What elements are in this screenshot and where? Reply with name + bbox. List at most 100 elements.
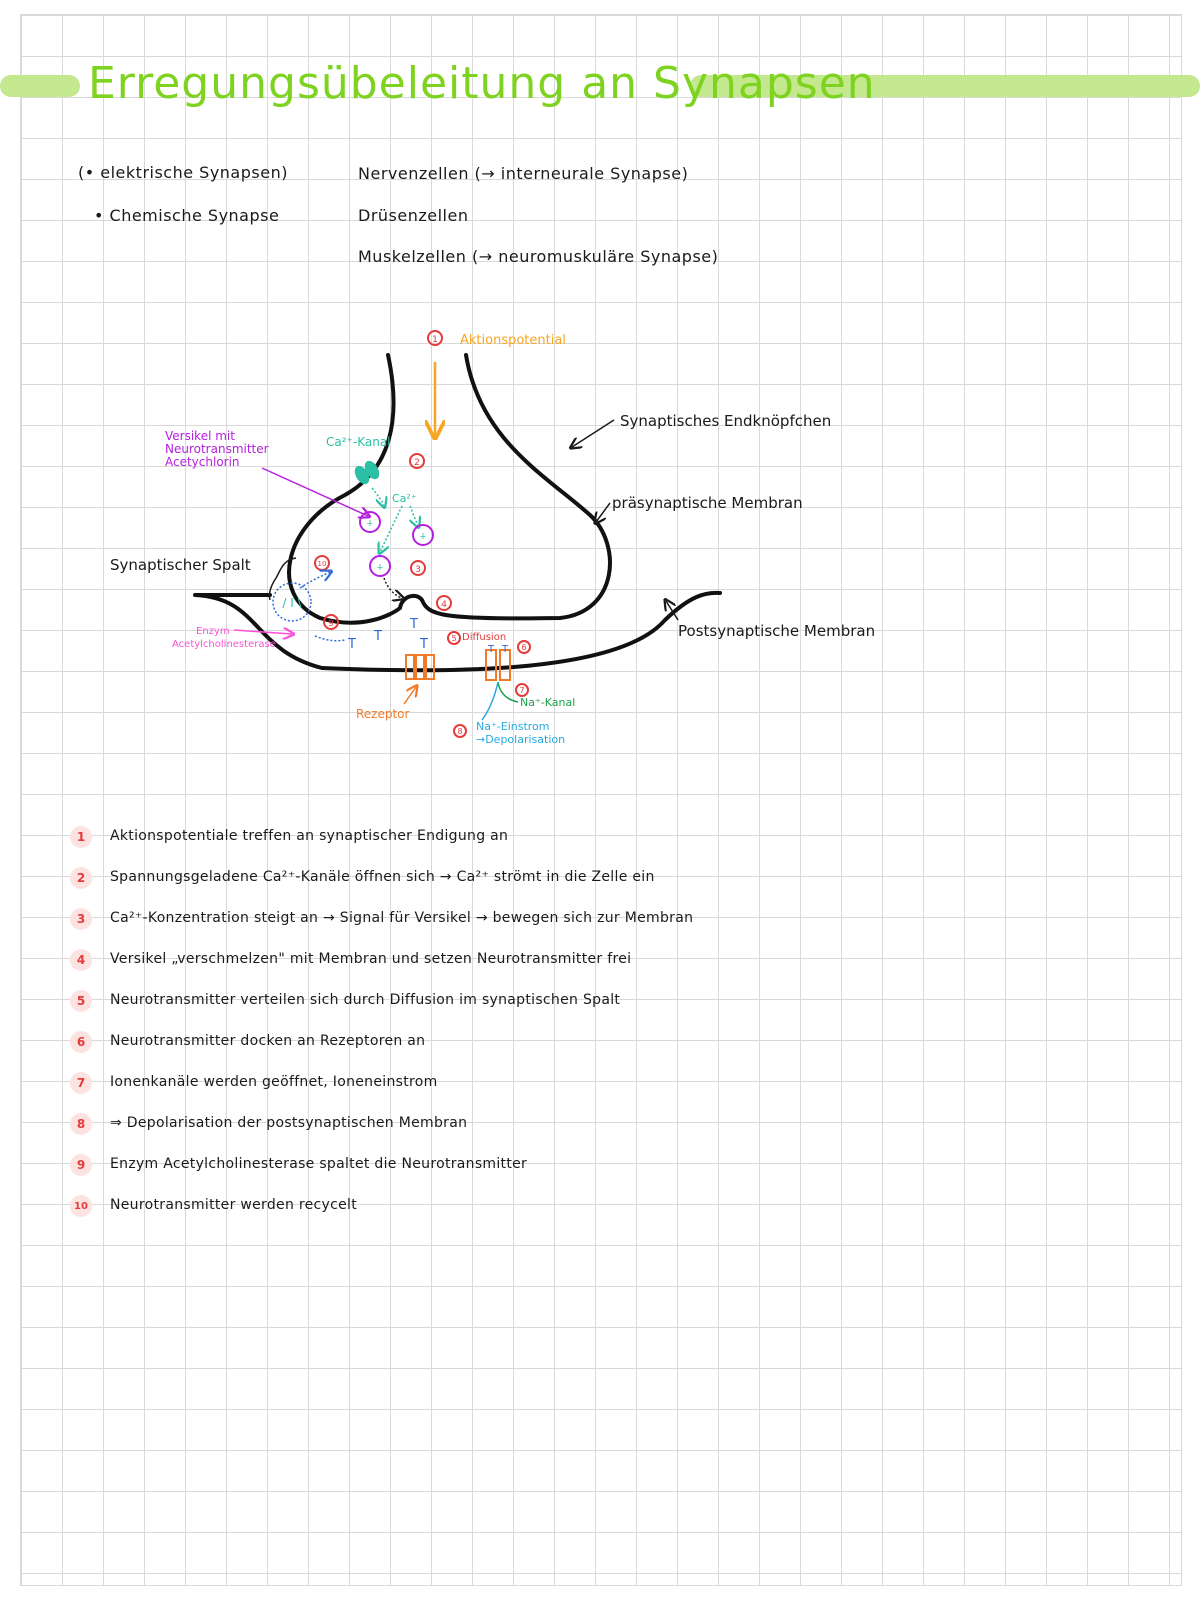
label-aktionspotential: Aktionspotential [460,333,566,348]
marker-7: 7 [519,686,524,695]
step-text: Enzym Acetylcholinesterase spaltet die N… [110,1156,528,1172]
step-text: Spannungsgeladene Ca²⁺-Kanäle öffnen sic… [110,869,655,885]
type-chemical: • Chemische Synapse [94,206,280,225]
label-postsynaptisch: Postsynaptische Membran [678,622,875,640]
marker-4-circle [436,595,452,611]
arrow-postsynaptisch [666,601,679,621]
grid-paper-background [20,14,1182,1586]
receptor-2a [485,649,497,681]
vesicle-1-nt: ⵜ [367,519,373,528]
na-channel-pointer [497,681,519,703]
marker-3-circle [410,560,426,576]
spalt-bracket [268,557,297,601]
step-number: 4 [70,949,92,971]
step-number: 7 [70,1072,92,1094]
vesicle-motion-arrow [383,577,402,598]
ca-arrow-to-vesicle-a [380,505,403,552]
label-rezeptor: Rezeptor [356,707,410,721]
step-text: Ionenkanäle werden geöffnet, Ioneneinstr… [110,1074,438,1090]
step-text: Neurotransmitter werden recycelt [110,1197,358,1213]
receptor-2b [499,649,511,681]
nt-1: T [347,637,356,652]
label-spalt: Synaptischer Spalt [110,556,251,574]
nt-4: T [419,637,428,652]
vesicle-1 [359,511,381,533]
target-nervenzellen: Nervenzellen (→ interneurale Synapse) [358,164,689,183]
marker-1: 1 [432,335,438,345]
step-number: 8 [70,1113,92,1135]
target-druesenzellen: Drüsenzellen [358,206,469,225]
marker-8: 8 [457,727,462,736]
presynaptic-terminal-outline [287,353,612,625]
nt-3: T [409,617,418,632]
arrow-vesikel [261,467,368,516]
synapse-diagram: 1 Aktionspotential Synaptisches Endknöpf… [110,330,875,746]
marker-6-circle [517,640,531,654]
label-endknoepfchen: Synaptisches Endknöpfchen [620,412,831,430]
label-praesynaptisch: präsynaptische Membran [612,494,803,512]
step-text: Versikel „verschmelzen" mit Membran und … [110,951,632,967]
label-vesikel-2: Neurotransmitter [165,442,269,456]
vesicle-3 [369,555,391,577]
step-text: Aktionspotentiale treffen an synaptische… [110,828,509,844]
step-number: 1 [70,826,92,848]
label-enzym-1: Enzym [196,626,230,637]
label-diffusion: Diffusion [462,632,506,643]
label-vesikel-3: Acetychlorin [165,455,240,469]
marker-4: 4 [441,600,447,610]
enzyme-cluster [272,582,312,622]
page-title: Erregungsübeleitung an Synapsen [88,58,876,109]
receptor-1c [425,654,435,680]
label-na-einstrom-2: →Depolarisation [476,733,565,746]
marker-3: 3 [415,565,421,575]
arrow-praesynaptisch [596,502,611,522]
type-electric: (• elektrische Synapsen) [78,163,288,182]
marker-6: 6 [521,643,526,652]
target-muskelzellen: Muskelzellen (→ neuromuskuläre Synapse) [358,247,719,266]
vesicle-2-nt: ⵜ [420,532,426,541]
nt-2: T [373,629,382,644]
arrow-endknoepfchen [572,419,615,447]
enzyme-path [314,635,346,642]
label-ca-ion: Ca²⁺ [392,492,417,505]
step-text: Ca²⁺-Konzentration steigt an → Signal fü… [110,910,694,926]
marker-9: 9 [328,619,334,629]
arrow-rezeptor [403,687,416,705]
arrow-enzym [233,630,292,634]
label-vesikel-1: Versikel mit [165,429,235,443]
label-enzym-2: Acetylcholinesterase [172,639,276,650]
step-number: 10 [70,1195,92,1217]
label-na-einstrom-1: Na⁺-Einstrom [476,720,550,733]
vesicle-2 [412,524,434,546]
na-influx-arrow [481,681,499,721]
marker-8-circle [453,724,467,738]
title-highlight-right [690,75,1200,97]
marker-2: 2 [414,458,420,468]
step-number: 5 [70,990,92,1012]
ca-channel-shape-b [364,460,380,480]
receptor-1b [415,654,425,680]
title-highlight-left [0,75,80,97]
marker-1-circle [427,330,443,346]
receptor-1a [405,654,415,680]
ca-flow-arrow [371,487,384,506]
enzyme-fragments: / ꓲ \ [282,596,302,610]
recycling-arrow [299,572,330,589]
step-text: Neurotransmitter docken an Rezeptoren an [110,1033,426,1049]
nt-bound-1: T [487,644,495,655]
marker-5: 5 [451,634,456,643]
step-number: 3 [70,908,92,930]
step-number: 6 [70,1031,92,1053]
step-text: ⇒ Depolarisation der postsynaptischen Me… [110,1115,468,1131]
step-text: Neurotransmitter verteilen sich durch Di… [110,992,621,1008]
step-number: 9 [70,1154,92,1176]
label-ca-kanal: Ca²⁺-Kanal [326,435,391,449]
label-na-kanal: Na⁺-Kanal [520,696,575,709]
step-number: 2 [70,867,92,889]
marker-7-circle [515,683,529,697]
nt-bound-2: T [501,644,509,655]
vesicle-3-nt: ⵜ [377,563,383,572]
marker-5-circle [447,631,461,645]
marker-9-circle [323,614,339,630]
ca-arrow-to-vesicle-b [410,505,418,526]
